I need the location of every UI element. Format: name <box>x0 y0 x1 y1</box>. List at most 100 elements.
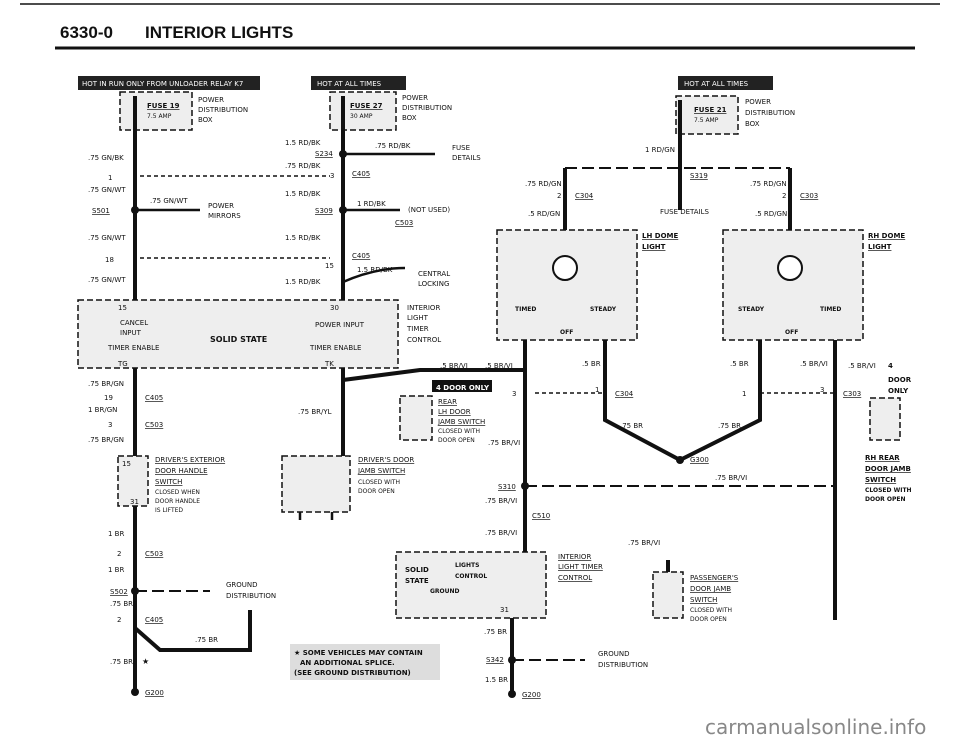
wire-label-gnwt-1: .75 GN/WT <box>88 186 126 194</box>
pin-2-c303: 2 <box>782 192 786 200</box>
note-2: AN ADDITIONAL SPLICE. <box>300 659 395 667</box>
door-only-1: DOOR <box>888 376 912 384</box>
pass-5: DOOR OPEN <box>690 616 727 623</box>
lh-dome-2: LIGHT <box>642 243 666 251</box>
fuse-21-box <box>675 95 739 135</box>
wl-rdbk-5: 1 RD/BK <box>357 200 386 208</box>
pdb-label-3: BOX <box>198 116 213 124</box>
wl-brvi75-c: .75 BR/VI <box>485 497 517 505</box>
banner-left <box>78 76 260 90</box>
timer-pin-30: 30 <box>330 304 339 312</box>
drv-ext-pin-31: 31 <box>130 498 139 506</box>
wire-steady-to-g300 <box>603 340 762 463</box>
ground-g300: G300 <box>690 456 709 464</box>
fuse-21-amp: 7.5 AMP <box>694 117 719 124</box>
door-only-2: ONLY <box>888 387 909 395</box>
rear-5: DOOR OPEN <box>438 437 475 444</box>
ilt-ground: GROUND <box>430 588 460 595</box>
drv-jamb-1: DRIVER'S DOOR <box>358 456 414 464</box>
ilt-state: STATE <box>405 577 429 585</box>
wl-br75-a: .75 BR <box>110 600 133 608</box>
ilt-3: CONTROL <box>558 574 592 582</box>
pin-2-c503: 2 <box>117 550 121 558</box>
drv-ext-2: DOOR HANDLE <box>155 467 208 475</box>
ground-g200-left: G200 <box>145 689 164 697</box>
star-marker: ★ <box>142 657 149 666</box>
connector-c405-b: C405 <box>352 252 370 260</box>
fuse-details-2: DETAILS <box>452 154 481 162</box>
wire-label-gnwt-2: .75 GN/WT <box>150 197 188 205</box>
pin-4: 4 <box>888 362 893 370</box>
gd-left-1: GROUND <box>226 581 258 589</box>
pass-1: PASSENGER'S <box>690 574 739 582</box>
drv-ext-3: SWITCH <box>155 478 182 486</box>
ground-g200-right-dot <box>508 690 516 698</box>
mirrors-1: POWER <box>208 202 234 210</box>
ilt-control: CONTROL <box>455 573 487 580</box>
drv-ext-pin-15: 15 <box>122 460 131 468</box>
timer-cancel: CANCEL <box>120 319 148 327</box>
timer-control-bottom-box <box>395 551 547 619</box>
pass-4: CLOSED WITH <box>690 607 732 614</box>
pdb-label-2: DISTRIBUTION <box>198 106 248 114</box>
pin-3-c405: 3 <box>330 172 334 180</box>
pin-2-c304: 2 <box>557 192 561 200</box>
fuse-details-1: FUSE <box>452 144 470 152</box>
pass-jamb-box <box>652 571 684 619</box>
pass-2: DOOR JAMB <box>690 585 731 593</box>
pin-3-lh: 3 <box>512 390 516 398</box>
timer-solid-state: SOLID STATE <box>210 335 267 344</box>
pin-19: 19 <box>104 394 113 402</box>
wire-rdgn-drops <box>563 168 792 230</box>
rh-dome-1: RH DOME <box>868 232 905 240</box>
drv-ext-4: CLOSED WHEN <box>155 489 200 496</box>
rear-2: LH DOOR <box>438 408 471 416</box>
pin-3-c503: 3 <box>108 421 112 429</box>
rear-4: CLOSED WITH <box>438 428 480 435</box>
itc-3: TIMER <box>406 325 429 333</box>
wl-rdbk-1: 1.5 RD/BK <box>285 139 321 147</box>
wl-brvi75-e: .75 BR/VI <box>628 539 660 547</box>
timer-control-box <box>77 299 399 369</box>
itc-4: CONTROL <box>407 336 441 344</box>
ground-g200-left-dot <box>131 688 139 696</box>
ilt-lights: LIGHTS <box>455 562 479 569</box>
wl-rdbk-4: 1.5 RD/BK <box>285 190 321 198</box>
wl-rdgn-a: .75 RD/GN <box>525 180 562 188</box>
note-1: ★ SOME VEHICLES MAY CONTAIN <box>294 649 423 657</box>
timer-power-input: POWER INPUT <box>315 321 365 329</box>
rh-dome-2: LIGHT <box>868 243 892 251</box>
wl-brvi75-a: .75 BR/VI <box>488 439 520 447</box>
fuse-27-label: FUSE 27 <box>350 102 383 110</box>
timer-pin-15: 15 <box>118 304 127 312</box>
rear-3: JAMB SWITCH <box>437 418 485 426</box>
rh-rear-3: SWITCH <box>865 476 896 484</box>
wl-br15: 1.5 BR <box>485 676 508 684</box>
wl-br75-b: .75 BR <box>195 636 218 644</box>
rh-dome-bulb-icon <box>777 255 803 281</box>
drv-ext-1: DRIVER'S EXTERIOR <box>155 456 225 464</box>
pdb27-2: DISTRIBUTION <box>402 104 452 112</box>
pass-3: SWITCH <box>690 596 717 604</box>
rear-lh-jamb-box <box>399 395 433 441</box>
mirrors-2: MIRRORS <box>208 212 241 220</box>
connector-c303-a: C303 <box>800 192 818 200</box>
wl-br75-d: .75 BR <box>620 422 643 430</box>
watermark: carmanualsonline.info <box>705 715 926 739</box>
drv-ext-5: DOOR HANDLE <box>155 498 200 505</box>
pdb21-2: DISTRIBUTION <box>745 109 795 117</box>
connector-c503-b: C503 <box>145 421 163 429</box>
pin-15: 15 <box>325 262 334 270</box>
wl-br75-e: .75 BR <box>718 422 741 430</box>
drv-jamb-2: JAMB SWITCH <box>357 467 405 475</box>
wl-brvi75-d: .75 BR/VI <box>485 529 517 537</box>
wl-br75-c: .75 BR <box>110 658 133 666</box>
rh-timed: TIMED <box>820 306 841 313</box>
ilt-2: LIGHT TIMER <box>558 563 603 571</box>
banner-mid-text: HOT AT ALL TIMES <box>317 80 382 88</box>
connector-c304-a: C304 <box>575 192 594 200</box>
fuse-27-box <box>329 91 397 131</box>
connector-c510: C510 <box>532 512 550 520</box>
